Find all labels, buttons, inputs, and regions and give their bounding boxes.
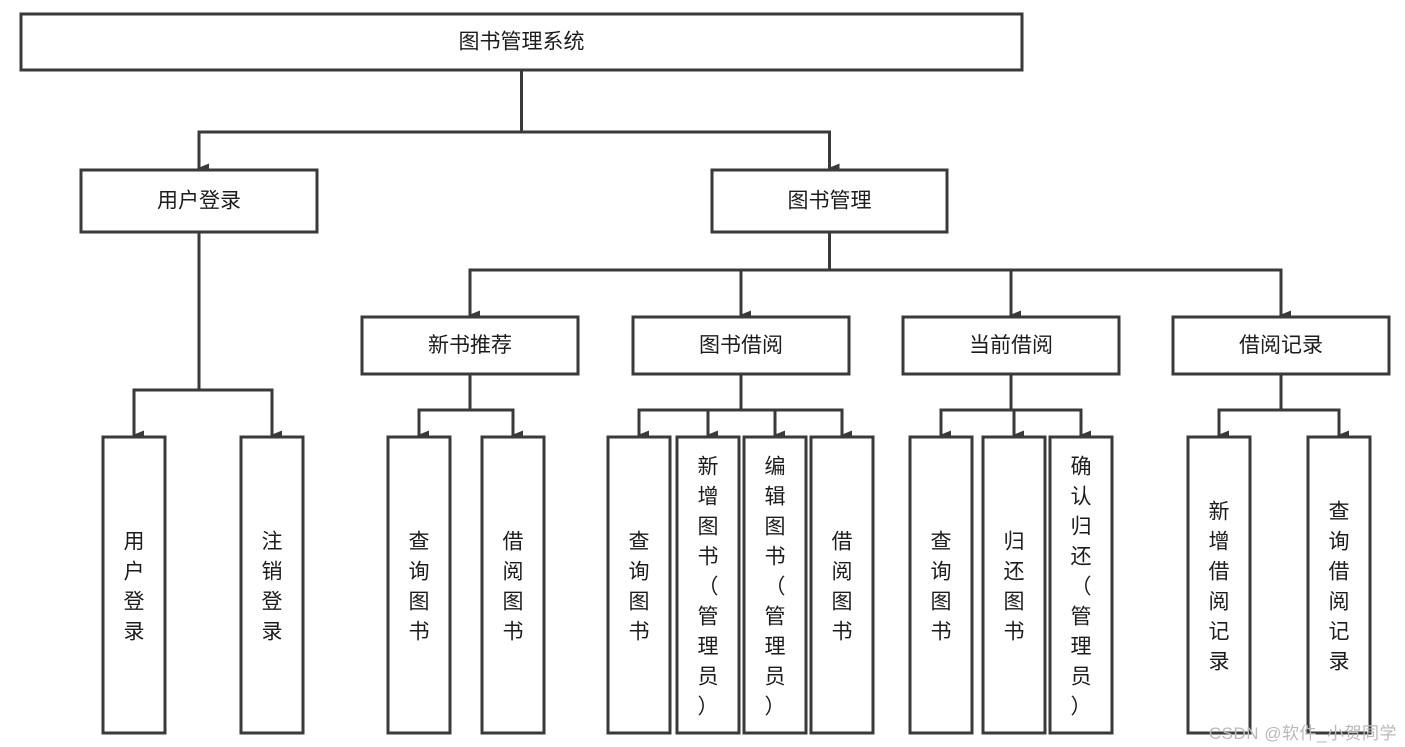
node-leaf-11[interactable]: 新增借阅记录: [1186, 435, 1252, 735]
node-leaf-0[interactable]: 用户登录: [101, 435, 167, 735]
node-label: 用户登录: [157, 190, 241, 213]
node-box: [1171, 315, 1391, 376]
node-box: [1048, 435, 1114, 735]
node-label: 新书推荐: [428, 334, 512, 357]
connector-layer: [132, 68, 1349, 440]
node-box: [19, 12, 1024, 72]
node-box: [901, 315, 1121, 376]
node-box: [386, 435, 452, 735]
node-box: [606, 435, 672, 735]
node-level2-0[interactable]: 用户登录: [79, 168, 319, 234]
node-label: 确认归还（管理员）: [1071, 455, 1092, 718]
node-box: [79, 168, 319, 234]
node-box: [908, 435, 974, 735]
node-label: 编辑图书（管理员）: [765, 455, 786, 718]
csdn-watermark: CSDN @软件_小贺同学: [1208, 724, 1397, 743]
node-leaf-7[interactable]: 借阅图书: [809, 435, 875, 735]
node-leaf-6[interactable]: 编辑图书（管理员）: [742, 435, 808, 735]
node-leaf-5[interactable]: 新增图书（管理员）: [675, 435, 741, 735]
node-layer: 图书管理系统用户登录图书管理新书推荐图书借阅当前借阅借阅记录用户登录注销登录查询…: [19, 12, 1391, 735]
node-label: 新增图书（管理员）: [698, 455, 719, 718]
node-level3-3[interactable]: 借阅记录: [1171, 315, 1391, 376]
node-level2-1[interactable]: 图书管理: [710, 168, 949, 234]
node-box: [1186, 435, 1252, 735]
node-label: 图书借阅: [699, 334, 783, 357]
node-box: [710, 168, 949, 234]
node-level3-1[interactable]: 图书借阅: [631, 315, 851, 376]
node-leaf-4[interactable]: 查询图书: [606, 435, 672, 735]
node-label: 查询图书: [629, 530, 650, 643]
node-label: 注销登录: [262, 530, 283, 643]
node-label: 用户登录: [124, 530, 145, 643]
node-leaf-1[interactable]: 注销登录: [239, 435, 305, 735]
node-box: [742, 435, 808, 735]
node-box: [1306, 435, 1372, 735]
node-box: [809, 435, 875, 735]
node-label: 查询图书: [409, 530, 430, 643]
node-box: [981, 435, 1047, 735]
node-leaf-3[interactable]: 借阅图书: [480, 435, 546, 735]
node-box: [101, 435, 167, 735]
node-leaf-2[interactable]: 查询图书: [386, 435, 452, 735]
node-leaf-10[interactable]: 确认归还（管理员）: [1048, 435, 1114, 735]
node-label: 查询图书: [931, 530, 952, 643]
node-label: 借阅图书: [503, 530, 524, 643]
node-box: [239, 435, 305, 735]
node-label: 借阅图书: [832, 530, 853, 643]
node-box: [480, 435, 546, 735]
node-label: 归还图书: [1004, 530, 1025, 643]
node-label: 新增借阅记录: [1209, 500, 1230, 673]
node-level3-2[interactable]: 当前借阅: [901, 315, 1121, 376]
node-leaf-9[interactable]: 归还图书: [981, 435, 1047, 735]
node-label: 图书管理: [788, 190, 872, 213]
node-label: 借阅记录: [1239, 334, 1323, 357]
node-box: [631, 315, 851, 376]
node-box: [675, 435, 741, 735]
node-box: [360, 315, 580, 376]
node-root-0[interactable]: 图书管理系统: [19, 12, 1024, 72]
node-leaf-8[interactable]: 查询图书: [908, 435, 974, 735]
node-label: 当前借阅: [969, 334, 1053, 357]
node-leaf-12[interactable]: 查询借阅记录: [1306, 435, 1372, 735]
node-level3-0[interactable]: 新书推荐: [360, 315, 580, 376]
node-label: 图书管理系统: [459, 31, 585, 54]
node-label: 查询借阅记录: [1329, 500, 1350, 673]
